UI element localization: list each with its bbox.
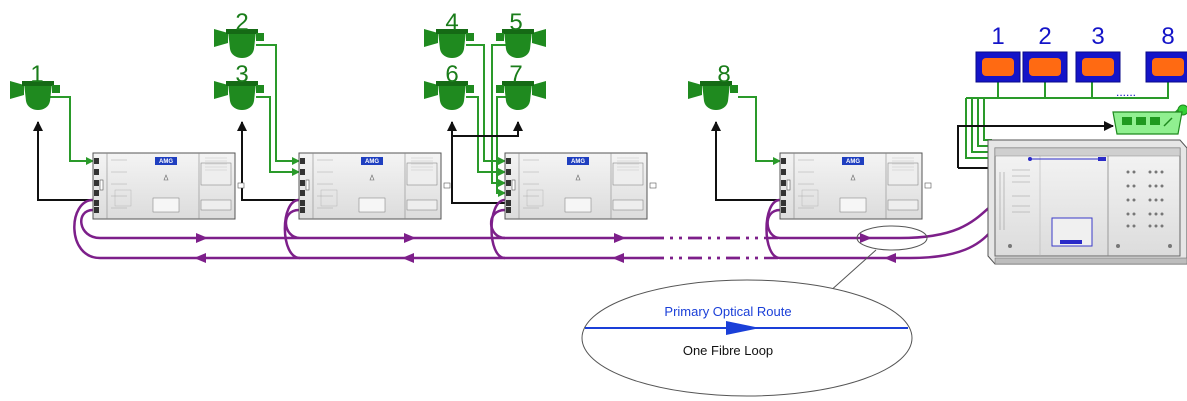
camera-label: 4: [445, 9, 458, 36]
transmitter-unit: AMG: [92, 152, 245, 220]
camera-label: 6: [445, 61, 458, 88]
dome-camera-icon: 8: [688, 61, 738, 110]
dome-camera-icon: 3: [214, 61, 264, 110]
video-lines: [48, 44, 1187, 197]
fibre-direction-arrows: [194, 233, 896, 263]
direction-arrow-icon: [194, 253, 206, 263]
monitor-label: 8: [1161, 23, 1174, 50]
transmitter-unit: AMG: [779, 152, 932, 220]
direction-arrow-icon: [404, 233, 416, 243]
unit-logo: AMG: [159, 159, 173, 165]
monitor-icon: 1: [975, 23, 1021, 83]
direction-arrow-icon: [196, 233, 208, 243]
dome-camera-icon: 6: [424, 61, 474, 110]
callout-loop-label: One Fibre Loop: [683, 343, 773, 358]
dome-camera-icon: 7: [496, 61, 546, 110]
control-lines: [33, 121, 1114, 204]
transmitter-unit: AMG: [504, 152, 657, 220]
callout-route-label: Primary Optical Route: [664, 304, 791, 319]
camera-label: 2: [235, 9, 248, 36]
monitor-icon: 8: [1145, 23, 1187, 83]
direction-arrow-icon: [884, 253, 896, 263]
monitor-label: 3: [1091, 23, 1104, 50]
monitor-icon: 2: [1022, 23, 1068, 83]
camera-label: 7: [509, 61, 522, 88]
camera-label: 5: [509, 9, 522, 36]
transmitter-units: AMG AMG AMG AMG: [92, 152, 932, 220]
callout: Primary Optical Route One Fibre Loop: [581, 225, 928, 397]
keyboard-controller-icon: [1112, 111, 1183, 135]
camera-label: 8: [717, 61, 730, 88]
dome-camera-icon: 2: [214, 9, 264, 58]
monitor-label: 2: [1038, 23, 1051, 50]
camera-label: 1: [30, 61, 43, 88]
transmitter-unit: AMG: [298, 152, 451, 220]
dome-camera-icon: 5: [496, 9, 546, 58]
monitors: 1 2 3 8: [975, 23, 1187, 83]
direction-arrow-icon: [860, 233, 872, 243]
dome-camera-icon: 4: [424, 9, 474, 58]
direction-arrow-icon: [402, 253, 414, 263]
unit-logo: AMG: [846, 159, 860, 165]
dome-camera-icon: 1: [10, 61, 60, 110]
direction-arrow-icon: [612, 253, 624, 263]
monitor-label: 1: [991, 23, 1004, 50]
monitor-icon: 3: [1075, 23, 1121, 83]
cameras: 1 2 3 4 5 6 7 8: [10, 9, 738, 110]
unit-logo: AMG: [365, 159, 379, 165]
camera-label: 3: [235, 61, 248, 88]
direction-arrow-icon: [614, 233, 626, 243]
unit-logo: AMG: [571, 159, 585, 165]
monitor-ellipsis: ......: [1116, 85, 1136, 99]
direction-arrow-icon: [726, 321, 760, 335]
central-rack: [987, 139, 1187, 265]
